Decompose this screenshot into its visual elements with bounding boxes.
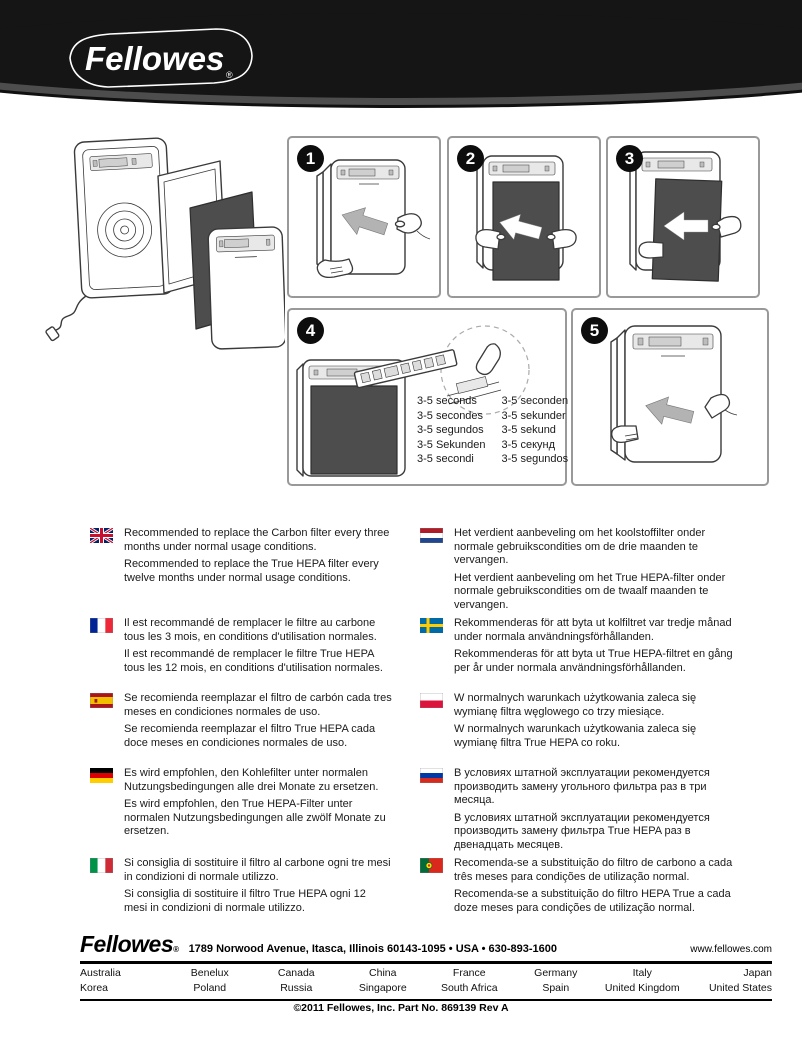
step-1-badge: 1 bbox=[297, 145, 324, 172]
instruction-paragraph: Recomenda-se a substituição do filtro de… bbox=[454, 857, 733, 883]
instruction-paragraph: Se recomienda reemplazar el filtro True … bbox=[124, 723, 376, 749]
instruction-paragraph: Recomenda-se a substituição do filtro HE… bbox=[454, 888, 731, 914]
country: Germany bbox=[534, 967, 578, 979]
instruction-paragraph: Het verdient aanbeveling om het True HEP… bbox=[454, 571, 726, 611]
instruction-paragraph: Es wird empfohlen, den True HEPA-Filter … bbox=[124, 798, 386, 837]
uk-flag-icon bbox=[90, 528, 113, 543]
footer-address-row: Fellowes® 1789 Norwood Avenue, Itasca, I… bbox=[80, 931, 772, 958]
poland-flag-icon bbox=[420, 693, 443, 708]
country-list: Australia Benelux Canada China France Ge… bbox=[80, 964, 772, 996]
website-url: www.fellowes.com bbox=[690, 944, 772, 955]
instruction-swedish: Rekommenderas för att byta ut kolfiltret… bbox=[420, 617, 742, 679]
instruction-paragraph: Recommended to replace the True HEPA fil… bbox=[124, 558, 379, 584]
france-flag-icon bbox=[90, 618, 113, 633]
sweden-flag-icon bbox=[420, 618, 443, 633]
instruction-paragraph: В условиях штатной эксплуатации рекоменд… bbox=[454, 811, 710, 851]
country: Australia bbox=[80, 967, 121, 979]
step-5-badge: 5 bbox=[581, 317, 608, 344]
duration-column-1: 3-5 seconds 3-5 secondes 3-5 segundos 3-… bbox=[417, 395, 486, 465]
footer: Fellowes® 1789 Norwood Avenue, Itasca, I… bbox=[80, 931, 772, 1001]
instruction-paragraph: W normalnych warunkach użytkowania zalec… bbox=[454, 692, 697, 718]
country: Spain bbox=[542, 982, 570, 994]
germany-flag-icon bbox=[90, 768, 113, 783]
step-2-panel: 2 bbox=[447, 136, 601, 298]
registered-mark: ® bbox=[226, 70, 233, 80]
fellowes-logo: Fellowes ® bbox=[69, 28, 253, 88]
instruction-portuguese: Recomenda-se a substituição do filtro de… bbox=[420, 857, 742, 919]
instruction-paragraph: Het verdient aanbeveling om het koolstof… bbox=[454, 527, 706, 566]
step-4-panel: 4 bbox=[287, 308, 568, 486]
instruction-paragraph: Si consiglia di sostituire il filtro Tru… bbox=[124, 888, 366, 914]
duration-column-2: 3-5 seconden 3-5 sekunder 3-5 sekund 3-5… bbox=[501, 395, 569, 465]
instruction-paragraph: Il est recommandé de remplacer le filtre… bbox=[124, 617, 377, 643]
country: Benelux bbox=[190, 967, 229, 979]
company-address: 1789 Norwood Avenue, Itasca, Illinois 60… bbox=[188, 943, 557, 955]
instruction-spanish: Se recomienda reemplazar el filtro de ca… bbox=[90, 692, 392, 754]
step-2-badge: 2 bbox=[457, 145, 484, 172]
step-4-illustration bbox=[296, 325, 530, 477]
country: Korea bbox=[80, 982, 109, 994]
step-3-badge: 3 bbox=[616, 145, 643, 172]
instruction-paragraph: Il est recommandé de remplacer le filtre… bbox=[124, 648, 383, 674]
instruction-german: Es wird empfohlen, den Kohlefilter unter… bbox=[90, 767, 392, 843]
instruction-paragraph: Rekommenderas för att byta ut kolfiltret… bbox=[454, 617, 732, 643]
step-4-badge: 4 bbox=[297, 317, 324, 344]
country: France bbox=[452, 967, 486, 979]
divider bbox=[80, 999, 772, 1001]
country: United States bbox=[708, 982, 772, 994]
step-1-illustration bbox=[316, 159, 431, 279]
banner-curve bbox=[0, 13, 802, 98]
instruction-paragraph: W normalnych warunkach użytkowania zalec… bbox=[454, 723, 697, 749]
step-3-illustration bbox=[629, 151, 742, 282]
country: Canada bbox=[277, 967, 315, 979]
exploded-view-illustration bbox=[45, 137, 285, 350]
instruction-paragraph: В условиях штатной эксплуатации рекоменд… bbox=[454, 767, 710, 806]
country: Japan bbox=[743, 967, 772, 979]
country: Italy bbox=[632, 967, 652, 979]
step-1-panel: 1 bbox=[287, 136, 441, 298]
country: Singapore bbox=[358, 982, 407, 994]
country: China bbox=[369, 967, 397, 979]
instruction-paragraph: Rekommenderas för att byta ut True HEPA-… bbox=[454, 648, 733, 674]
portugal-flag-icon bbox=[420, 858, 443, 873]
italy-flag-icon bbox=[90, 858, 113, 873]
hold-duration-list: 3-5 seconds 3-5 secondes 3-5 segundos 3-… bbox=[417, 394, 568, 467]
instruction-italian: Si consiglia di sostituire il filtro al … bbox=[90, 857, 392, 919]
step-5-illustration bbox=[610, 325, 738, 463]
instruction-polish: W normalnych warunkach użytkowania zalec… bbox=[420, 692, 742, 754]
spain-flag-icon bbox=[90, 693, 113, 708]
netherlands-flag-icon bbox=[420, 528, 443, 543]
instruction-paragraph: Se recomienda reemplazar el filtro de ca… bbox=[124, 692, 392, 718]
russia-flag-icon bbox=[420, 768, 443, 783]
instruction-russian: В условиях штатной эксплуатации рекоменд… bbox=[420, 767, 742, 856]
instruction-english: Recommended to replace the Carbon filter… bbox=[90, 527, 392, 589]
instruction-french: Il est recommandé de remplacer le filtre… bbox=[90, 617, 392, 679]
country: United Kingdom bbox=[604, 982, 680, 994]
country: Russia bbox=[280, 982, 313, 994]
step-3-panel: 3 bbox=[606, 136, 760, 298]
copyright-line: ©2011 Fellowes, Inc. Part No. 869139 Rev… bbox=[293, 1002, 509, 1014]
registered-mark: ® bbox=[173, 945, 179, 954]
country: Poland bbox=[193, 982, 227, 994]
step-2-illustration bbox=[475, 155, 577, 281]
country: South Africa bbox=[440, 982, 498, 994]
instruction-paragraph: Si consiglia di sostituire il filtro al … bbox=[124, 857, 391, 883]
footer-fellowes-logo: Fellowes® bbox=[80, 931, 179, 957]
fellowes-logo-text: Fellowes bbox=[85, 40, 224, 77]
divider bbox=[80, 961, 772, 964]
instruction-paragraph: Recommended to replace the Carbon filter… bbox=[124, 527, 390, 553]
instruction-paragraph: Es wird empfohlen, den Kohlefilter unter… bbox=[124, 767, 379, 793]
instruction-dutch: Het verdient aanbeveling om het koolstof… bbox=[420, 527, 742, 616]
step-5-panel: 5 bbox=[571, 308, 769, 486]
